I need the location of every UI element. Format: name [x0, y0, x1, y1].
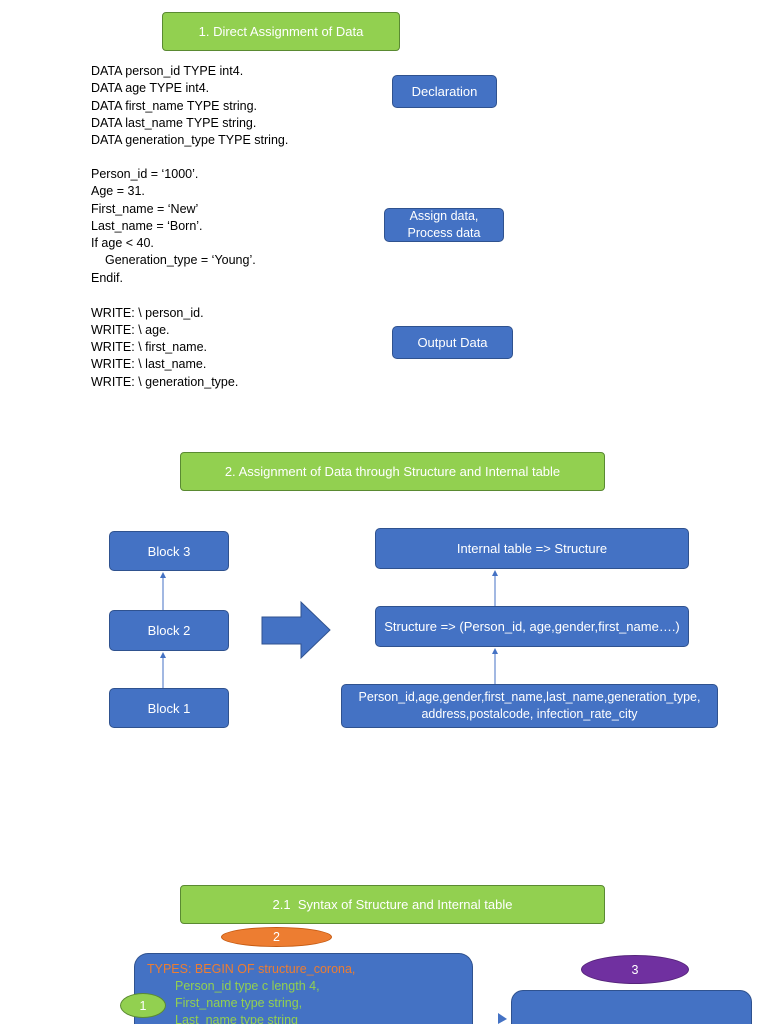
internal-table-panel: [511, 990, 752, 1024]
step-badge-3: 3: [581, 955, 689, 984]
fields-label-line-1: Person_id,age,gender,first_name,last_nam…: [358, 689, 701, 704]
step-badge-1: 1: [120, 993, 166, 1018]
types-code-block: TYPES: BEGIN OF structure_corona, Person…: [147, 961, 355, 1024]
fields-box: Person_id,age,gender,first_name,last_nam…: [341, 684, 718, 728]
blocks-to-structure-arrow: [261, 600, 331, 660]
section-1-title: 1. Direct Assignment of Data: [162, 12, 400, 51]
code-line: DATA generation_type TYPE string.: [91, 133, 289, 148]
output-code-block: WRITE: \ person_id. WRITE: \ age. WRITE:…: [91, 305, 238, 391]
output-step-box: Output Data: [392, 326, 513, 359]
structure-label: Structure => (Person_id, age,gender,firs…: [384, 619, 680, 634]
badge-number: 2: [273, 930, 280, 944]
section-2-1-title: 2.1 Syntax of Structure and Internal tab…: [180, 885, 605, 924]
internal-table-label: Internal table => Structure: [456, 541, 608, 556]
declaration-step-box: Declaration: [392, 75, 497, 108]
types-field-line: First_name type string,: [175, 995, 303, 1010]
code-line: DATA first_name TYPE string.: [91, 98, 258, 113]
code-line: WRITE: \ person_id.: [91, 305, 204, 320]
section-2-title: 2. Assignment of Data through Structure …: [180, 452, 605, 491]
block-2-to-block-3-arrow: [160, 572, 166, 610]
badge-number: 3: [631, 962, 639, 977]
arrow-head: [160, 652, 166, 658]
declaration-code-block: DATA person_id TYPE int4. DATA age TYPE …: [91, 63, 288, 149]
block-label: Block 3: [147, 543, 191, 559]
fields-to-structure-arrow: [492, 648, 498, 684]
code-line: Last_name = ‘Born’.: [91, 218, 203, 233]
types-field-line: Last_name type string: [175, 1012, 298, 1024]
code-line: Person_id = ‘1000’.: [91, 167, 199, 181]
block-3-box: Block 3: [109, 531, 229, 571]
output-step-label: Output Data: [417, 335, 488, 350]
code-line: If age < 40.: [91, 236, 154, 251]
step-badge-2: 2: [221, 927, 332, 947]
types-definition-panel: TYPES: BEGIN OF structure_corona, Person…: [134, 953, 473, 1024]
code-line: WRITE: \ last_name.: [91, 357, 207, 372]
types-begin-line: TYPES: BEGIN OF structure_corona,: [147, 961, 356, 976]
fields-label-line-2: address,postalcode, infection_rate_city: [421, 707, 638, 721]
code-line: Age = 31.: [91, 184, 145, 199]
code-line: WRITE: \ age.: [91, 322, 170, 337]
structure-to-internal-table-arrow: [492, 570, 498, 606]
arrow-head: [160, 572, 166, 578]
block-1-box: Block 1: [109, 688, 229, 728]
assignment-code-block: Person_id = ‘1000’. Age = 31. First_name…: [91, 166, 256, 287]
code-line: WRITE: \ generation_type.: [91, 374, 239, 389]
badge-number: 1: [139, 998, 147, 1013]
internal-table-box: Internal table => Structure: [375, 528, 689, 569]
code-line: DATA person_id TYPE int4.: [91, 64, 244, 78]
code-line: DATA age TYPE int4.: [91, 81, 210, 96]
structure-box: Structure => (Person_id, age,gender,firs…: [375, 606, 689, 647]
block-label: Block 1: [147, 700, 191, 716]
block-1-to-block-2-arrow: [160, 652, 166, 688]
code-line: Endif.: [91, 270, 123, 285]
arrow-head: [492, 648, 498, 654]
block-2-box: Block 2: [109, 610, 229, 651]
panel-link-arrow: [498, 1013, 507, 1024]
code-line: First_name = ‘New’: [91, 201, 199, 216]
types-field-line: Person_id type c length 4,: [175, 978, 320, 993]
assign-step-label: Assign data,: [409, 209, 479, 223]
block-label: Block 2: [147, 623, 191, 638]
code-line: WRITE: \ first_name.: [91, 340, 207, 355]
declaration-step-label: Declaration: [411, 84, 478, 99]
process-step-label: Process data: [407, 226, 481, 240]
code-line: Generation_type = ‘Young’.: [105, 253, 256, 268]
arrow-head: [492, 570, 498, 576]
assign-process-step-box: Assign data, Process data: [384, 208, 504, 242]
code-line: DATA last_name TYPE string.: [91, 115, 257, 130]
